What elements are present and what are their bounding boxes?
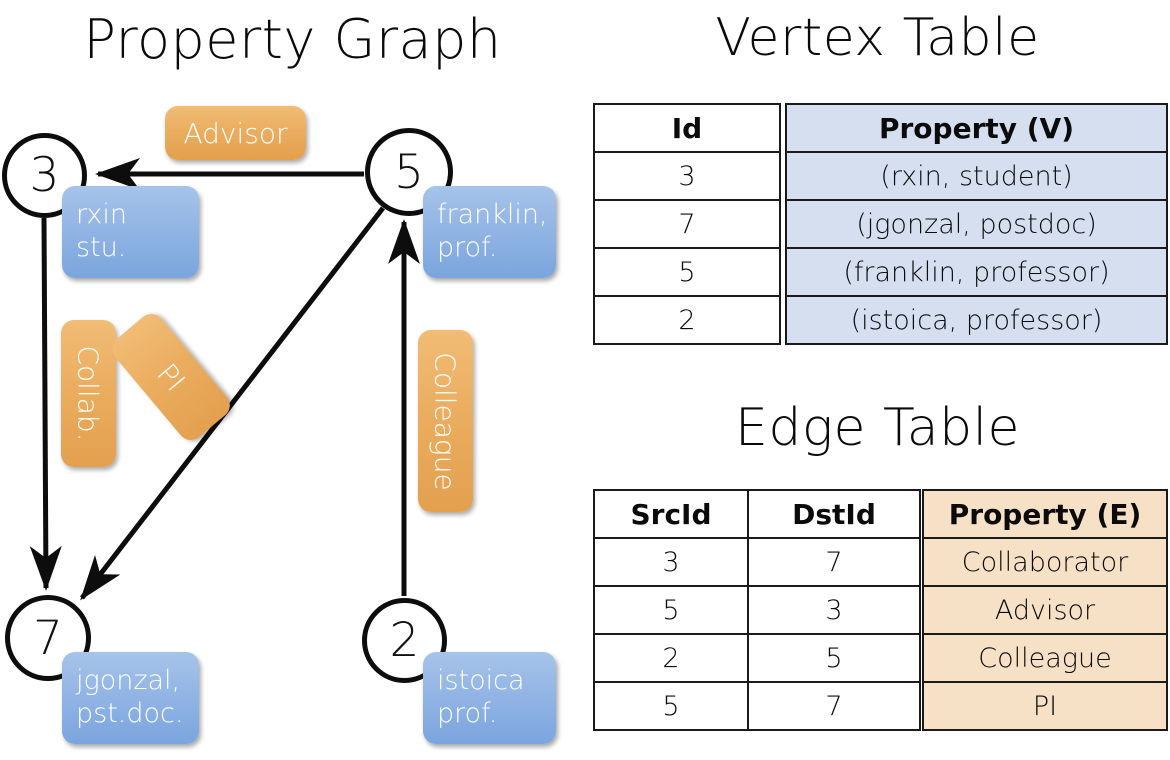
graph-node-2-label: 2	[389, 613, 420, 668]
vertex-cell-property: (rxin, student)	[785, 151, 1168, 201]
vertex-cell-property: (istoica, professor)	[785, 295, 1168, 345]
edge-col-header-srcid: SrcId	[593, 489, 749, 539]
edge-cell-dstid: 7	[747, 537, 921, 587]
table-row: (istoica, professor)	[785, 295, 1168, 345]
table-header-row: Property (E)	[922, 489, 1168, 539]
property-graph-diagram: 3 5 7 2 rxin stu. franklin, prof. jgonza…	[2, 106, 556, 744]
vertex-property-chip-jgonzal[interactable]: jgonzal, pst.doc.	[62, 652, 199, 744]
vertex-property-chip-rxin[interactable]: rxin stu.	[62, 186, 199, 278]
vertex-col-header-id: Id	[593, 103, 781, 153]
edge-cell-property: Colleague	[922, 633, 1168, 683]
table-row: 2 5	[593, 633, 921, 683]
vertex-cell-property: (franklin, professor)	[785, 247, 1168, 297]
edge-cell-srcid: 2	[593, 633, 749, 683]
edge-label-advisor-text: Advisor	[183, 116, 288, 150]
edge-cell-srcid: 5	[593, 585, 749, 635]
vertex-cell-id: 2	[593, 295, 781, 345]
vertex-col-header-property: Property (V)	[785, 103, 1168, 153]
graph-node-5-label: 5	[394, 144, 424, 200]
edge-label-chip-colleague[interactable]: Colleague	[418, 330, 473, 512]
edge-cell-srcid: 3	[593, 537, 749, 587]
table-row: 5	[593, 247, 781, 297]
table-row: PI	[922, 681, 1168, 731]
graph-node-5[interactable]: 5	[365, 128, 453, 216]
vertex-cell-id: 3	[593, 151, 781, 201]
table-row: 5 7	[593, 681, 921, 731]
vertex-cell-id: 7	[593, 199, 781, 249]
table-row: 2	[593, 295, 781, 345]
graph-node-2[interactable]: 2	[362, 598, 447, 683]
edge-table-src-dst-columns: SrcId DstId 3 7 5 3 2 5 5 7	[593, 489, 921, 731]
edge-cell-property: PI	[922, 681, 1168, 731]
graph-node-7-label: 7	[33, 610, 63, 666]
edge-cell-dstid: 7	[747, 681, 921, 731]
graph-edges-layer	[29, 158, 420, 601]
edge-cell-dstid: 3	[747, 585, 921, 635]
edge-label-chip-collab[interactable]: Collab.	[61, 320, 116, 467]
edge-cell-srcid: 5	[593, 681, 749, 731]
edge-cell-property: Collaborator	[922, 537, 1168, 587]
table-row: Colleague	[922, 633, 1168, 683]
graph-node-3-label: 3	[29, 148, 60, 203]
page-title-property-graph: Property Graph	[83, 8, 502, 71]
table-row: (rxin, student)	[785, 151, 1168, 201]
edge-cell-dstid: 5	[747, 633, 921, 683]
table-row: (franklin, professor)	[785, 247, 1168, 297]
table-row: (jgonzal, postdoc)	[785, 199, 1168, 249]
edge-label-pi-text: PI	[150, 356, 192, 398]
edge-label-collab-text: Collab.	[72, 345, 106, 442]
edge-col-header-property: Property (E)	[922, 489, 1168, 539]
edge-label-colleague-text: Colleague	[429, 351, 462, 491]
vertex-table-property-column: Property (V) (rxin, student) (jgonzal, p…	[785, 103, 1168, 345]
edge-col-header-dstid: DstId	[747, 489, 921, 539]
table-row: 3 7	[593, 537, 921, 587]
vertex-cell-property: (jgonzal, postdoc)	[785, 199, 1168, 249]
table-row: 7	[593, 199, 781, 249]
edge-table-property-column: Property (E) Collaborator Advisor Collea…	[922, 489, 1168, 731]
table-row: 5 3	[593, 585, 921, 635]
vertex-property-chip-franklin[interactable]: franklin, prof.	[423, 186, 556, 278]
edge-3-to-7-collaborator	[29, 217, 62, 591]
section-title-edge-table: Edge Table	[734, 398, 1021, 458]
table-header-row: Id	[593, 103, 781, 153]
table-header-row: SrcId DstId	[593, 489, 921, 539]
table-row: 3	[593, 151, 781, 201]
table-row: Collaborator	[922, 537, 1168, 587]
edge-cell-property: Advisor	[922, 585, 1168, 635]
vertex-cell-id: 5	[593, 247, 781, 297]
section-title-vertex-table: Vertex Table	[715, 8, 1040, 68]
edge-label-chip-advisor[interactable]: Advisor	[165, 106, 306, 160]
vertex-property-chip-istoica[interactable]: istoica prof.	[423, 652, 556, 744]
table-row: Advisor	[922, 585, 1168, 635]
vertex-table-id-column: Id 3 7 5 2	[593, 103, 781, 345]
edge-5-to-7-pi	[80, 206, 385, 601]
table-header-row: Property (V)	[785, 103, 1168, 153]
